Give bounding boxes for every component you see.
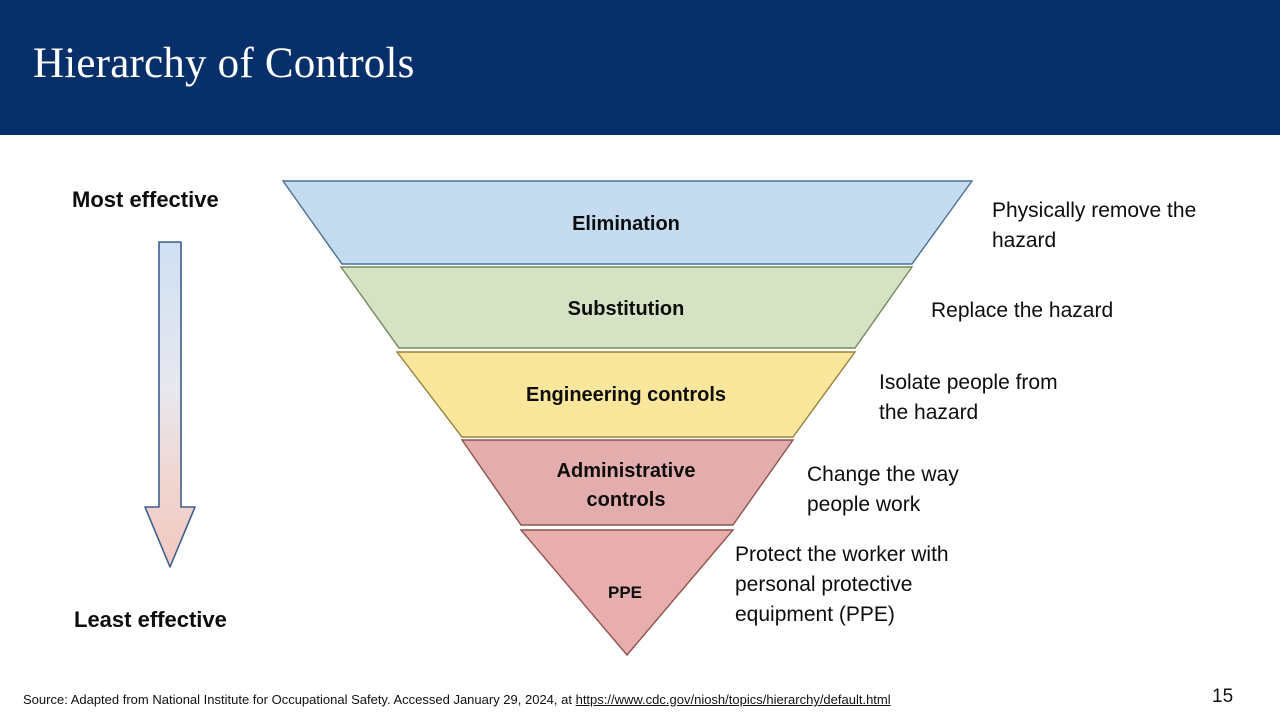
- description-substitution: Replace the hazard: [931, 299, 1114, 322]
- description-ppe: Protect the worker with personal protect…: [735, 543, 949, 626]
- funnel-level-ppe: [519, 529, 735, 657]
- effectiveness-arrow: [140, 240, 200, 570]
- source-note-text: Source: Adapted from National Institute …: [23, 692, 576, 707]
- description-elimination: Physically remove the hazard: [992, 199, 1197, 252]
- page-title: Hierarchy of Controls: [33, 40, 415, 87]
- funnel-level-administrative-controls: [460, 439, 795, 526]
- most-effective-label: Most effective: [72, 187, 219, 212]
- arrow-down-icon: [144, 241, 196, 568]
- description-engineering-controls: Isolate people from the hazard: [879, 371, 1058, 424]
- source-url-link[interactable]: https://www.cdc.gov/niosh/topics/hierarc…: [575, 692, 891, 707]
- page-number: 15: [1212, 686, 1234, 707]
- description-administrative-controls: Change the way people work: [807, 463, 959, 516]
- funnel-level-elimination: [281, 180, 974, 265]
- funnel-level-engineering-controls: [395, 351, 857, 438]
- slide-header-bar: Hierarchy of Controls: [0, 0, 1280, 135]
- source-note: Source: Adapted from National Institute …: [23, 691, 891, 709]
- least-effective-label: Least effective: [74, 607, 227, 632]
- funnel-level-substitution: [339, 266, 914, 349]
